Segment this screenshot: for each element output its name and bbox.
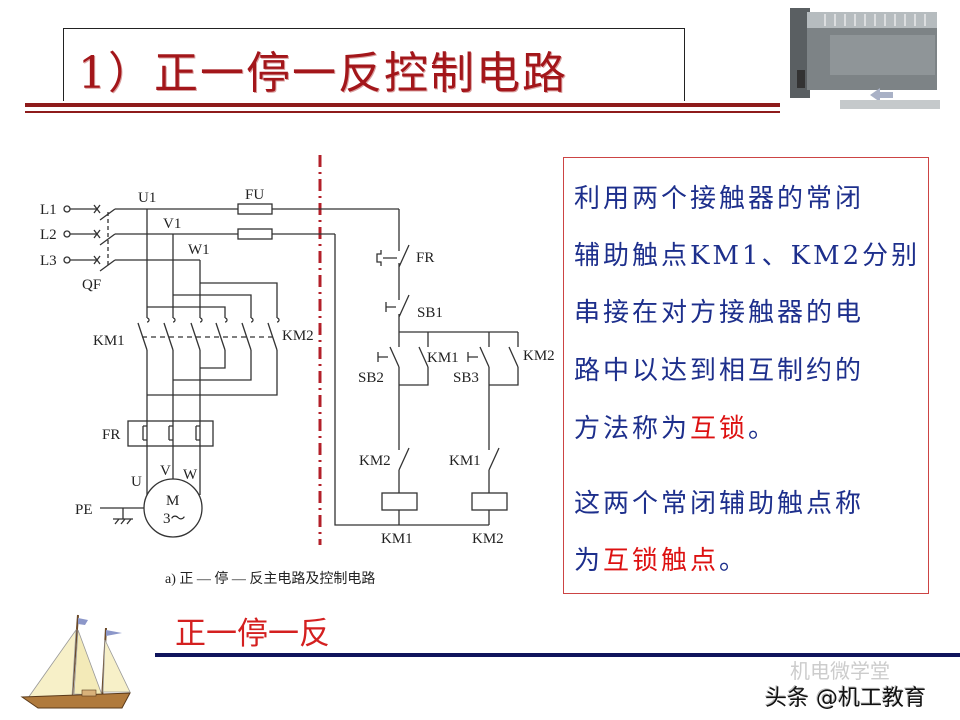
explanation-line: 串接在对方接触器的电 [574, 298, 865, 328]
page-title: 1）正一停一反控制电路 [78, 48, 568, 99]
text: 为 [574, 546, 604, 576]
diagram-caption: a) 正 — 停 — 反主电路及控制电路 [165, 570, 375, 587]
fr-nc-contact [376, 244, 410, 297]
explanation-line: 这两个常闭辅助触点称 [574, 489, 865, 519]
label-km1-main: KM1 [93, 333, 125, 349]
km2-hold-contact [508, 346, 519, 368]
label-l1: L1 [40, 202, 57, 218]
label-fu: FU [245, 187, 264, 203]
highlight-term: 互锁触点 [603, 546, 720, 576]
explanation-line: 利用两个接触器的常闭 [574, 184, 865, 214]
title-box: 1）正一停一反控制电路 [63, 28, 685, 101]
label-km1-coil: KM1 [381, 531, 413, 547]
label-km1-hold: KM1 [427, 350, 459, 366]
label-l2: L2 [40, 227, 57, 243]
circuit-diagram: L1 L2 L3 QF U1 V1 W1 FU KM1 KM2 FR U V W… [40, 155, 555, 587]
sb1-contact [385, 294, 410, 332]
plc-module-icon [790, 8, 940, 109]
ground-symbol [113, 508, 133, 525]
km1-hold-contact [418, 346, 429, 368]
watermark: 头条 @机工教育 [765, 686, 926, 711]
footer-rule [155, 653, 960, 657]
label-fr-ctrl: FR [416, 250, 434, 266]
label-sb3: SB3 [453, 370, 479, 386]
label-km1-interlock: KM1 [449, 453, 481, 469]
label-v: V [160, 463, 171, 479]
fuse-1 [237, 203, 273, 215]
highlight-term: 互锁 [690, 414, 749, 444]
thermal-relay-box [127, 420, 214, 447]
km2-nc-contact [398, 447, 410, 493]
label-sb2: SB2 [358, 370, 384, 386]
watermark-faint: 机电微学堂 [790, 659, 890, 683]
label-km2-coil: KM2 [472, 531, 504, 547]
km1-coil [381, 492, 418, 511]
explanation-line: 路中以达到相互制约的 [574, 356, 865, 386]
label-l3: L3 [40, 253, 57, 269]
title-rule-bottom [25, 111, 780, 113]
label-motor-phase: 3～ [163, 511, 186, 527]
label-motor: M [166, 493, 179, 509]
label-fr-main: FR [102, 427, 120, 443]
label-pe: PE [75, 502, 93, 518]
explanation-line: 辅助触点KM1、KM2分别 [574, 241, 921, 271]
main-contacts [137, 317, 280, 351]
text: 。 [719, 546, 749, 576]
explanation-line: 为互锁触点。 [574, 540, 748, 577]
explanation-line: 方法称为互锁。 [574, 408, 777, 445]
label-qf: QF [82, 277, 101, 293]
text: 方法称为 [574, 414, 691, 444]
label-u: U [131, 474, 142, 490]
fuse-2 [237, 228, 273, 240]
sailing-ship-icon [20, 614, 131, 709]
label-sb1: SB1 [417, 305, 443, 321]
label-w1: W1 [188, 242, 210, 258]
label-km2-main: KM2 [282, 328, 314, 344]
title-rule-top [25, 103, 780, 107]
km1-nc-contact [488, 447, 500, 493]
text: 。 [748, 414, 778, 444]
sb3-contact [467, 346, 490, 368]
label-u1: U1 [138, 190, 156, 206]
label-v1: V1 [163, 216, 181, 232]
sb2-contact [377, 346, 400, 368]
label-km2-interlock: KM2 [359, 453, 391, 469]
explanation-box: 利用两个接触器的常闭 辅助触点KM1、KM2分别 串接在对方接触器的电 路中以达… [563, 157, 929, 594]
qf-breaker [63, 204, 116, 272]
label-km2-hold: KM2 [523, 348, 555, 364]
label-w: W [183, 467, 198, 483]
section-subtitle: 正一停一反 [175, 616, 330, 652]
km2-coil [471, 492, 508, 511]
